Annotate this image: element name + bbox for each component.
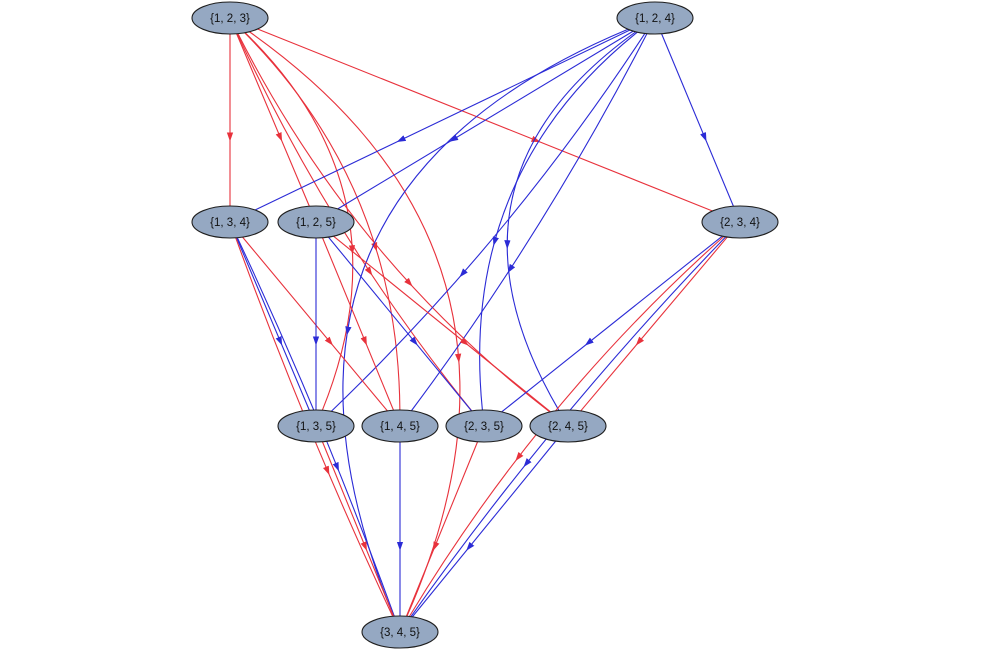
edge-n245-n345-blue (411, 440, 557, 618)
edge-n124-n125-blue (337, 30, 634, 210)
node-label: {2, 3, 5} (464, 421, 504, 433)
node-ellipse (529, 409, 607, 443)
edge-n134-n145-red (242, 236, 388, 412)
node-ellipse (361, 615, 439, 649)
edge-n123-n345-red (249, 31, 462, 617)
edge-line (405, 441, 479, 617)
nodes-layer: {1, 2, 3} {1, 2, 4} {1, 3, 4} {1, 2, 5} {2, … (191, 1, 779, 649)
edge-n134-n135-blue (236, 237, 310, 411)
edge-n124-n235-blue (479, 31, 638, 411)
node-ellipse (445, 409, 523, 443)
edge-n123-n145-red (244, 32, 401, 411)
edge-line (661, 33, 734, 207)
edge-line (249, 31, 461, 617)
node-label: {1, 3, 5} (296, 421, 336, 433)
node-n135[interactable]: {1, 3, 5} (277, 409, 355, 443)
edge-n125-n235-blue (328, 236, 472, 412)
edge-line (410, 33, 648, 412)
node-label: {2, 3, 4} (720, 217, 760, 229)
edge-line (337, 30, 634, 210)
node-ellipse (191, 205, 269, 239)
node-n234[interactable]: {2, 3, 4} (701, 205, 779, 239)
edge-line (254, 29, 631, 211)
node-n145[interactable]: {1, 4, 5} (361, 409, 439, 443)
edge-line (342, 28, 629, 617)
edge-line (321, 441, 395, 617)
edge-n135-n345-red (321, 441, 395, 617)
node-n134[interactable]: {1, 3, 4} (191, 205, 269, 239)
edge-n124-n245-blue (504, 31, 637, 411)
node-ellipse (277, 409, 355, 443)
edge-line (236, 33, 310, 207)
node-n345[interactable]: {3, 4, 5} (361, 615, 439, 649)
node-label: {2, 4, 5} (548, 421, 588, 433)
node-label: {1, 3, 4} (210, 217, 250, 229)
edge-n124-n134-blue (254, 29, 631, 211)
edges-layer (226, 28, 734, 618)
node-ellipse (277, 205, 355, 239)
node-ellipse (361, 409, 439, 443)
node-ellipse (616, 1, 694, 35)
edge-line (506, 31, 637, 411)
edge-line (411, 440, 557, 618)
edge-line (321, 237, 395, 411)
node-label: {1, 2, 4} (635, 13, 675, 25)
node-n245[interactable]: {2, 4, 5} (529, 409, 607, 443)
edge-line (328, 236, 472, 412)
edge-line (242, 236, 388, 412)
node-label: {1, 2, 3} (210, 13, 250, 25)
edge-n125-n245-red (333, 235, 551, 413)
node-label: {1, 2, 5} (296, 217, 336, 229)
edge-line (330, 33, 646, 412)
node-n123[interactable]: {1, 2, 3} (191, 1, 269, 35)
node-ellipse (701, 205, 779, 239)
edge-n124-n135-blue (330, 33, 646, 412)
edge-n125-n145-red (321, 237, 395, 411)
edge-line (580, 236, 728, 412)
node-n235[interactable]: {2, 3, 5} (445, 409, 523, 443)
edge-n234-n235-blue (501, 235, 723, 413)
edge-line (236, 237, 310, 411)
node-n124[interactable]: {1, 2, 4} (616, 1, 694, 35)
edge-n234-n245-red (580, 236, 728, 412)
edge-n124-n234-blue (661, 33, 734, 207)
edge-n124-n145-blue (410, 33, 648, 412)
edge-n123-n125-red (236, 33, 310, 207)
edge-n235-n345-red (405, 441, 479, 617)
edge-line (501, 235, 723, 413)
node-ellipse (191, 1, 269, 35)
edge-line (244, 32, 401, 411)
node-n125[interactable]: {1, 2, 5} (277, 205, 355, 239)
edge-line (479, 31, 638, 411)
edge-line (333, 235, 551, 413)
edge-n124-n345-blue (342, 28, 629, 617)
node-label: {1, 4, 5} (380, 421, 420, 433)
node-label: {3, 4, 5} (380, 627, 420, 639)
